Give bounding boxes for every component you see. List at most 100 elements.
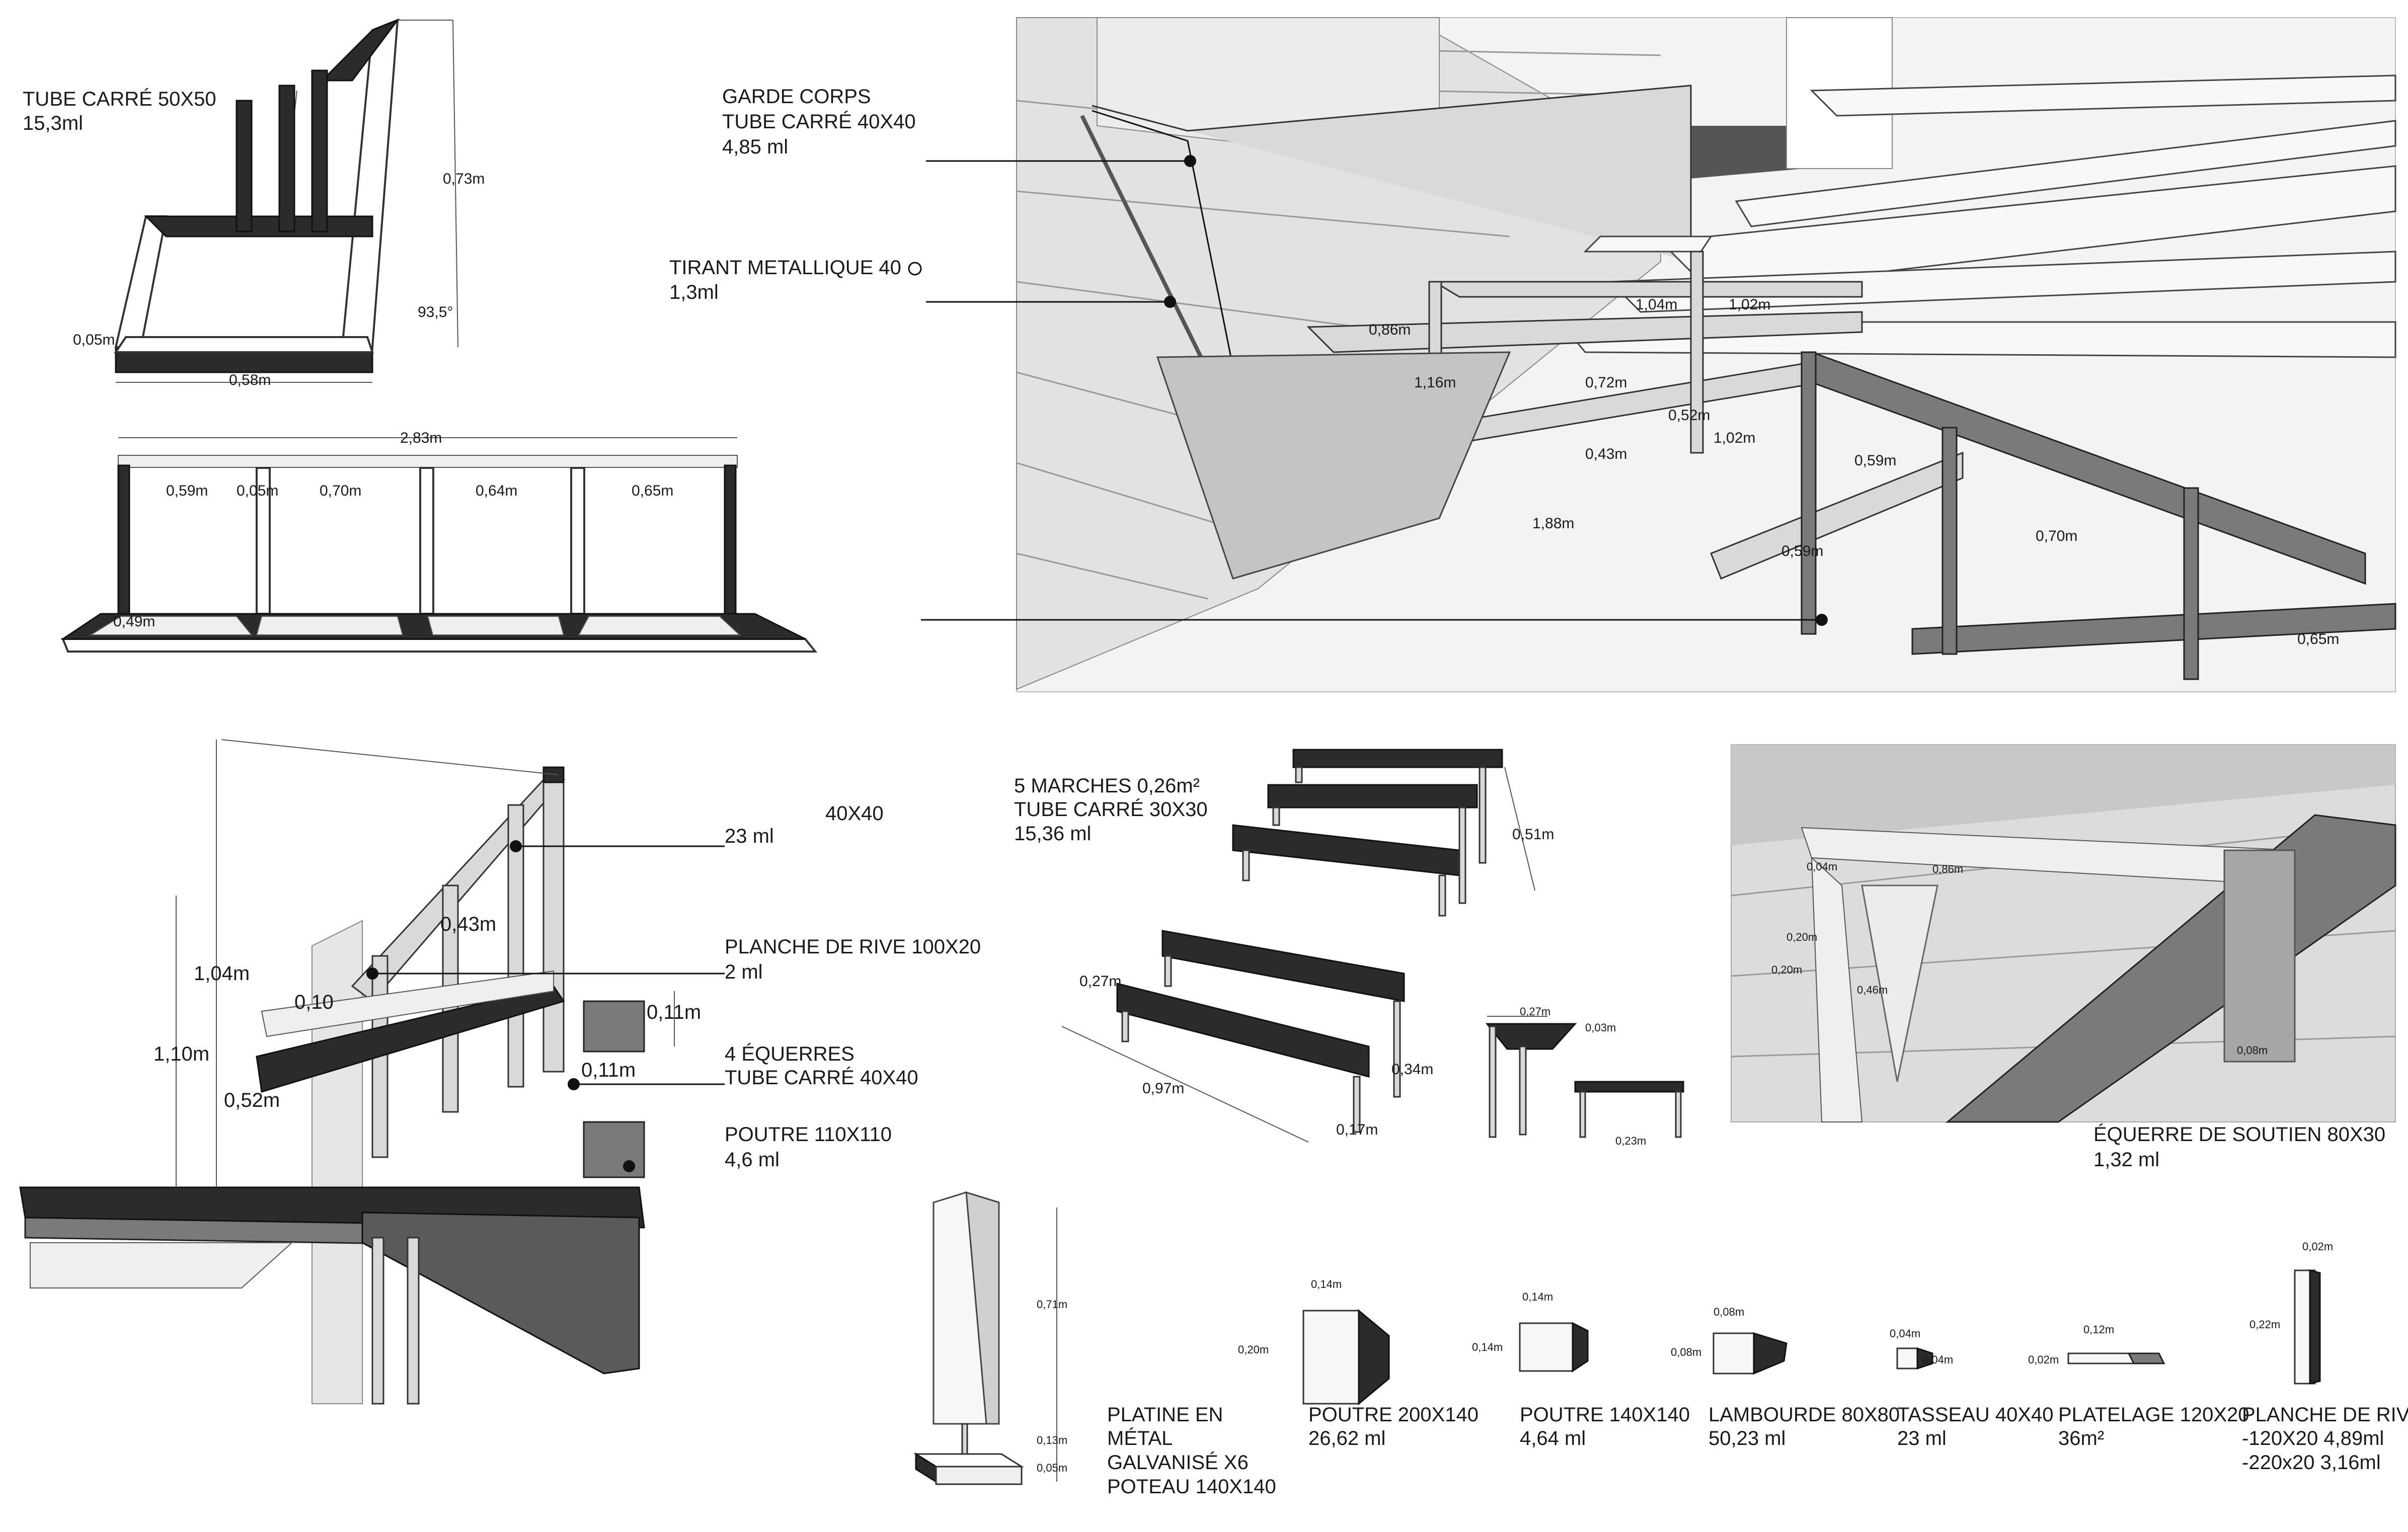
garde-corps-label-2: TUBE CARRÉ 40X40 <box>722 110 916 133</box>
lambourde-label-1: LAMBOURDE 80X80 <box>1708 1404 1900 1426</box>
poutre140-label-1: POUTRE 140X140 <box>1520 1404 1690 1426</box>
poutre110-label-2: 4,6 ml <box>725 1149 780 1171</box>
dim-008: 0,08m <box>2237 1044 2268 1057</box>
dim-020a: 0,20m <box>1786 931 1817 943</box>
post-with-plate <box>913 1191 1057 1485</box>
poutre140-label-2: 4,64 ml <box>1520 1427 1586 1449</box>
steps-3 <box>1232 749 1535 917</box>
dim-depth: 0,58m <box>229 372 271 388</box>
garde-corps-label-1: GARDE CORPS <box>722 86 871 108</box>
dim-005c: 0,05m <box>1037 1462 1067 1474</box>
dim-070b: 0,70m <box>2036 528 2077 544</box>
dim-008c: 0,08m <box>1671 1346 1701 1358</box>
dim-post: 0,05m <box>237 482 278 499</box>
leader-dot <box>1164 296 1176 308</box>
dim-height: 0,73m <box>443 171 485 187</box>
dim-046: 0,46m <box>1857 984 1888 996</box>
dim-bay-3: 0,64m <box>476 482 517 499</box>
dim-008b: 0,08m <box>1714 1306 1744 1318</box>
tirant-label-1: TIRANT METALLIQUE 40 <box>669 257 901 279</box>
steps-2 <box>1061 930 1405 1143</box>
platine-label-2: MÉTAL <box>1107 1427 1173 1449</box>
dim-086a: 0,86m <box>1369 321 1411 338</box>
dim-010: 0,10 <box>294 991 334 1013</box>
dim-071: 0,71m <box>1037 1298 1067 1311</box>
dim-104b: 1,04m <box>194 962 250 985</box>
dim-011b: 0,11m <box>581 1059 636 1081</box>
dim-052b: 0,52m <box>224 1089 280 1111</box>
leader-dot <box>1184 155 1196 167</box>
railing-detail <box>19 739 675 1405</box>
dim-027b: 0,27m <box>1520 1005 1550 1018</box>
support-bracket-render <box>1731 744 2396 1123</box>
tasseau-label-2: 23 ml <box>1897 1427 1947 1449</box>
dim-116: 1,16m <box>1414 374 1456 391</box>
dim-bay-1: 0,59m <box>166 482 208 499</box>
platine-label-3: GALVANISÉ X6 <box>1107 1451 1249 1474</box>
dim-004: 0,04m <box>1807 860 1837 873</box>
planche-rive-label-1: PLANCHE DE RIVE 100X20 <box>725 936 981 958</box>
equerre-soutien-label-1: ÉQUERRE DE SOUTIEN 80X30 <box>2093 1123 2385 1146</box>
garde-corps-label-3: 4,85 ml <box>722 136 788 158</box>
dim-043a: 0,43m <box>1585 446 1627 462</box>
dim-043b: 0,43m <box>440 913 496 935</box>
dim-angle: 93,5° <box>418 304 453 320</box>
beam-140x140 <box>1519 1322 1589 1373</box>
platelage-label-1: PLATELAGE 120X20 <box>2058 1404 2249 1426</box>
dim-014a: 0,14m <box>1311 1278 1342 1291</box>
poutre110-label-1: POUTRE 110X110 <box>725 1123 892 1146</box>
dim-102b: 1,02m <box>1714 430 1755 446</box>
dim-065b: 0,65m <box>2297 631 2339 648</box>
platine-label-1: PLATINE EN <box>1107 1404 1223 1426</box>
tube-carre-length: 15,3ml <box>23 112 83 134</box>
dim-097: 0,97m <box>1142 1080 1184 1097</box>
leader-dot <box>366 967 378 980</box>
joist-80x80 <box>1713 1332 1788 1375</box>
dim-086b: 0,86m <box>1932 863 1963 875</box>
tube-carre-title: TUBE CARRÉ 50X50 <box>23 88 216 110</box>
marches-label-3: 15,36 ml <box>1014 823 1091 845</box>
bench-frame-elevation <box>60 437 818 653</box>
terrace-render <box>921 17 2396 692</box>
equerres-label-1: 4 ÉQUERRES <box>725 1042 855 1065</box>
dim-110: 1,10m <box>153 1043 209 1065</box>
dim-034: 0,34m <box>1391 1061 1433 1078</box>
tasseau-label-1: TASSEAU 40X40 <box>1897 1404 2054 1426</box>
dim-017: 0,17m <box>1336 1121 1378 1138</box>
dim-023: 0,23m <box>1615 1135 1646 1147</box>
planche-label-3: -220x20 3,16ml <box>2242 1452 2381 1474</box>
edge-board <box>2294 1269 2321 1385</box>
dim-bay-4: 0,65m <box>632 482 673 499</box>
platine-label-4: POTEAU 140X140 <box>1107 1476 1276 1498</box>
planche-rive-label-2: 2 ml <box>725 961 763 983</box>
dim-014c: 0,14m <box>1472 1341 1503 1353</box>
dim-004b: 0,04m <box>1890 1327 1920 1340</box>
dim-059b: 0,59m <box>1854 452 1896 469</box>
diameter-icon <box>908 262 922 276</box>
equerre-soutien-label-2: 1,32 ml <box>2093 1149 2159 1171</box>
dim-020b: 0,20m <box>1771 963 1802 976</box>
platelage-label-2: 36m² <box>2058 1427 2104 1449</box>
dim-020c: 0,20m <box>1238 1343 1269 1356</box>
poutre200-label-2: 26,62 ml <box>1308 1427 1385 1449</box>
decking-board <box>2067 1352 2165 1364</box>
dim-188: 1,88m <box>1532 515 1574 532</box>
dim-059c: 0,59m <box>1781 543 1823 559</box>
planche-label-2: -120X20 4,89ml <box>2242 1427 2384 1449</box>
lambourde-label-2: 50,23 ml <box>1708 1427 1785 1449</box>
dim-013: 0,13m <box>1037 1434 1067 1446</box>
dim-002b: 0,02m <box>2302 1240 2333 1253</box>
dim-022: 0,22m <box>2249 1318 2280 1331</box>
poutre200-label-1: POUTRE 200X140 <box>1308 1404 1479 1426</box>
marches-label-2: TUBE CARRÉ 30X30 <box>1014 798 1208 821</box>
bench-frame-perspective <box>114 18 458 383</box>
dim-072: 0,72m <box>1585 374 1627 391</box>
leader-dot <box>568 1078 580 1090</box>
beam-200x140 <box>1302 1309 1390 1406</box>
batten-40x40 <box>1896 1347 1933 1370</box>
dim-012: 0,12m <box>2083 1323 2114 1336</box>
tirant-label-2: 1,3ml <box>669 281 719 303</box>
dim-length: 2,83m <box>400 430 442 446</box>
planche-label-1: PLANCHE DE RIVE <box>2242 1404 2408 1426</box>
